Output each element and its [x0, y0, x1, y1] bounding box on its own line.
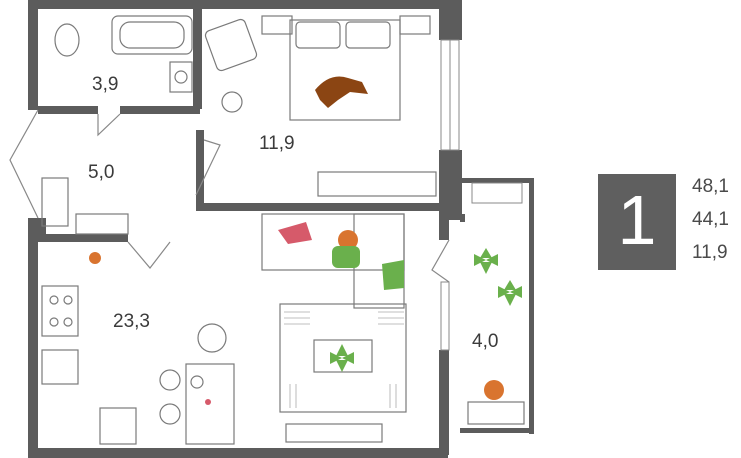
pillow-icon — [278, 222, 312, 244]
total-area: 48,1 — [692, 176, 729, 197]
pillow-icon — [382, 260, 404, 290]
toilet-icon — [54, 23, 80, 57]
rooms-count-badge: 1 — [598, 174, 676, 270]
walls — [28, 0, 534, 458]
bed — [289, 19, 401, 121]
coffee-table — [313, 339, 373, 373]
bathroom — [54, 15, 193, 93]
balcony-area-label: 4,0 — [472, 331, 499, 352]
guitar-icon — [89, 252, 101, 264]
plant-icon — [330, 344, 354, 372]
hallway-storage — [41, 177, 129, 235]
windows — [440, 39, 523, 351]
rug — [279, 303, 407, 413]
bedroom-furniture — [204, 15, 437, 197]
hallway-area-label: 5,0 — [88, 162, 115, 183]
living-area-label: 23,3 — [113, 311, 150, 332]
doors — [9, 109, 450, 283]
dog-icon — [315, 76, 368, 108]
rug-pattern — [284, 311, 404, 408]
bathroom-area-label: 3,9 — [92, 74, 119, 95]
kitchen-area: 11,9 — [692, 242, 728, 263]
person-icon — [338, 230, 358, 250]
kitchen — [41, 285, 235, 445]
tv-stand — [285, 423, 383, 443]
bedroom-area-label: 11,9 — [259, 133, 295, 154]
armchair — [204, 18, 258, 72]
living-area: 44,1 — [692, 209, 729, 230]
rooms-count: 1 — [617, 181, 657, 259]
wardrobe — [317, 171, 437, 197]
cup-icon — [205, 399, 211, 405]
balcony-plants — [474, 248, 522, 306]
person-body — [332, 246, 360, 268]
balcony-desk — [467, 380, 525, 425]
chair-icon — [484, 380, 504, 400]
